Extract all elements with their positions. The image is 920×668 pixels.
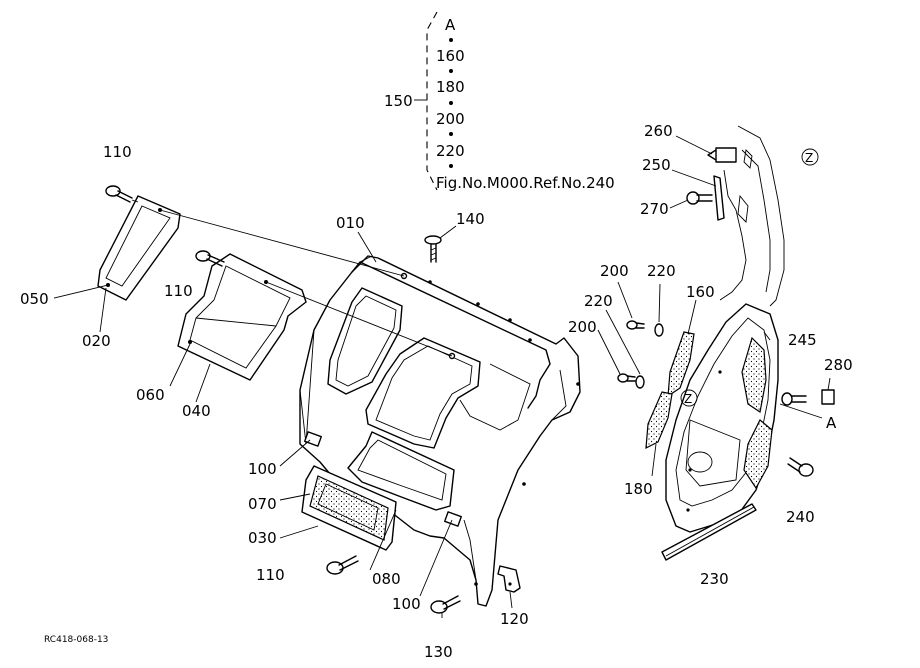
callout-080: 080 bbox=[372, 570, 401, 588]
kit-item-220: 220 bbox=[436, 142, 465, 160]
callout-100-right: 100 bbox=[392, 595, 421, 613]
callout-120: 120 bbox=[500, 610, 529, 628]
callout-050: 050 bbox=[20, 290, 49, 308]
kit-bracket bbox=[426, 11, 438, 191]
part-020-seal-panel bbox=[97, 195, 181, 301]
callout-030: 030 bbox=[248, 529, 277, 547]
part-030-seal-panel bbox=[301, 465, 397, 551]
screw-200-lower-icon bbox=[617, 373, 636, 383]
part-160-seal bbox=[667, 331, 695, 398]
kit-item-ref: Fig.No.M000.Ref.No.240 bbox=[436, 174, 615, 192]
kit-item-200: 200 bbox=[436, 110, 465, 128]
zone-mark-z-lower: Z bbox=[680, 389, 698, 407]
callout-070: 070 bbox=[248, 495, 277, 513]
callout-110-bottom: 110 bbox=[256, 566, 285, 584]
callout-160: 160 bbox=[686, 283, 715, 301]
callout-010: 010 bbox=[336, 214, 365, 232]
callout-110-top: 110 bbox=[103, 143, 132, 161]
callout-220-lower: 220 bbox=[584, 292, 613, 310]
callout-270: 270 bbox=[640, 200, 669, 218]
callout-110-mid: 110 bbox=[164, 282, 193, 300]
callout-200-lower: 200 bbox=[568, 318, 597, 336]
callout-060: 060 bbox=[136, 386, 165, 404]
part-245-side-seal bbox=[665, 303, 779, 533]
callout-020: 020 bbox=[82, 332, 111, 350]
callout-180: 180 bbox=[624, 480, 653, 498]
bolt-110-upper-left-icon bbox=[105, 185, 139, 203]
screw-200-upper-icon bbox=[626, 320, 645, 330]
bolt-130-icon bbox=[430, 595, 461, 614]
part-010-front-panel bbox=[299, 255, 581, 607]
part-250-clip-icon bbox=[713, 175, 725, 221]
washer-220-upper-icon bbox=[654, 323, 664, 337]
bolt-110-mid-icon bbox=[195, 250, 225, 267]
part-280-bolt-icon bbox=[781, 389, 835, 406]
figure-code: RC418-068-13 bbox=[44, 635, 108, 645]
part-040-seal-panel bbox=[177, 253, 307, 381]
callout-150: 150 bbox=[384, 92, 413, 110]
svg-text:Z: Z bbox=[684, 392, 692, 406]
callout-240: 240 bbox=[786, 508, 815, 526]
callout-260: 260 bbox=[644, 122, 673, 140]
callout-a: A bbox=[826, 414, 837, 432]
kit-item-160: 160 bbox=[436, 47, 465, 65]
washer-220-lower-icon bbox=[635, 375, 645, 389]
zone-mark-z-upper: Z bbox=[801, 148, 819, 166]
screw-140-icon bbox=[424, 235, 442, 263]
bolt-240-icon bbox=[787, 457, 814, 477]
bolt-110-lower-icon bbox=[326, 555, 359, 575]
callout-040: 040 bbox=[182, 402, 211, 420]
frame-outline bbox=[719, 125, 785, 307]
kit-list: A 160 180 200 220 Fig.No.M000.Ref.No.240 bbox=[414, 11, 615, 192]
callout-220-upper: 220 bbox=[647, 262, 676, 280]
callout-labels: 010 140 110 110 110 050 020 060 040 100 … bbox=[20, 92, 853, 661]
part-270-screw-icon bbox=[686, 191, 713, 205]
leader-lines bbox=[53, 135, 831, 618]
callout-245: 245 bbox=[788, 331, 817, 349]
callout-250: 250 bbox=[642, 156, 671, 174]
kit-item-180: 180 bbox=[436, 78, 465, 96]
part-260-clip-icon bbox=[707, 147, 737, 163]
callout-100-left: 100 bbox=[248, 460, 277, 478]
kit-item-a: A bbox=[445, 16, 456, 34]
callout-230: 230 bbox=[700, 570, 729, 588]
callout-140: 140 bbox=[456, 210, 485, 228]
svg-text:Z: Z bbox=[805, 151, 813, 165]
callout-130: 130 bbox=[424, 643, 453, 661]
part-230-strip bbox=[661, 503, 757, 561]
callout-280: 280 bbox=[824, 356, 853, 374]
part-180-seal bbox=[645, 391, 673, 450]
callout-200-upper: 200 bbox=[600, 262, 629, 280]
part-120-bracket bbox=[497, 565, 521, 593]
